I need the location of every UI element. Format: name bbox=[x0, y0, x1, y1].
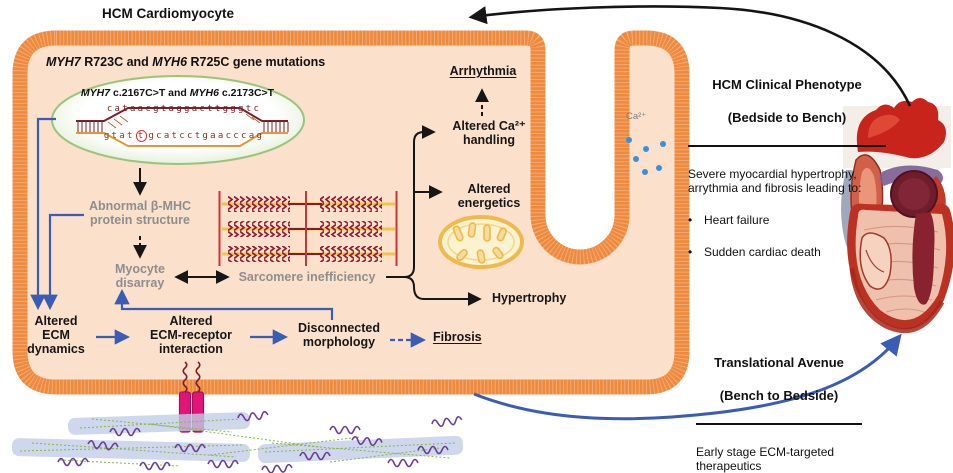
node-sarcomere-inefficiency: Sarcomere inefficiency bbox=[238, 270, 376, 284]
translational-subtitle: (Bench to Bedside) bbox=[719, 387, 839, 403]
bench-to-bedside-arrow bbox=[473, 333, 902, 421]
bullet-marker: • bbox=[688, 245, 693, 259]
cell-title: HCM Cardiomyocyte bbox=[102, 6, 235, 21]
dna-duplex bbox=[76, 107, 289, 147]
translational-title: Translational Avenue bbox=[714, 355, 844, 370]
pathway-arrows-black bbox=[133, 88, 489, 306]
node-altered-energetics: Altered energetics bbox=[457, 182, 521, 210]
heart-illustration bbox=[841, 98, 953, 333]
clinical-title: HCM Clinical Phenotype bbox=[712, 77, 862, 92]
pathway-arrows-blue bbox=[30, 117, 427, 348]
node-fibrosis: Fibrosis bbox=[433, 330, 482, 344]
node-disconnected-morphology: Disconnected morphology bbox=[298, 321, 380, 349]
node-abnormal-bmhc: Abnormal β-MHC protein structure bbox=[88, 199, 192, 227]
node-myocyte-disarray: Myocyte disarray bbox=[114, 262, 166, 290]
clinical-bullet-1: • Heart failure bbox=[688, 213, 770, 227]
bedside-to-bench-arrow bbox=[468, 5, 912, 107]
sarcomere-illustration bbox=[218, 191, 398, 266]
dna-caption: MYH7 c.2167C>T and MYH6 c.2173C>T bbox=[80, 87, 275, 99]
gene-myh6: MYH6 bbox=[152, 55, 188, 69]
ecm-fibers bbox=[11, 410, 464, 473]
clinical-bullet-2: • Sudden cardiac death bbox=[688, 245, 821, 259]
clinical-phenotype-panel: HCM Clinical Phenotype (Bedside to Bench… bbox=[688, 42, 886, 277]
mutated-base: t bbox=[135, 130, 148, 142]
translational-avenue-panel: Translational Avenue (Bench to Bedside) … bbox=[696, 320, 862, 473]
node-ecm-receptor: Altered ECM-receptor interaction bbox=[150, 314, 232, 356]
node-altered-ecm-dynamics: Altered ECM dynamics bbox=[27, 314, 85, 356]
node-hypertrophy: Hypertrophy bbox=[492, 291, 567, 305]
mutation-heading: MYH7 R723C and MYH6 R725C gene mutations bbox=[46, 55, 326, 69]
clinical-subtitle: (Bedside to Bench) bbox=[727, 109, 847, 125]
gene-myh7: MYH7 bbox=[46, 55, 81, 69]
clinical-body: Severe myocardial hypertrophy, arrythmia… bbox=[688, 167, 862, 195]
dna-top-strand: cataacgtaggacttgggtc bbox=[106, 104, 262, 114]
mitochondria-icon bbox=[438, 215, 524, 269]
node-altered-ca-handling: Altered Ca²⁺ handling bbox=[452, 119, 526, 147]
ca-ion-label: Ca²⁺ bbox=[626, 111, 647, 122]
bullet-marker: • bbox=[688, 213, 693, 227]
connector-arrows bbox=[468, 5, 912, 421]
ca-ions bbox=[626, 137, 666, 175]
translational-body: Early stage ECM-targeted therapeutics bbox=[696, 445, 835, 473]
node-arrhythmia: Arrhythmia bbox=[449, 64, 517, 78]
